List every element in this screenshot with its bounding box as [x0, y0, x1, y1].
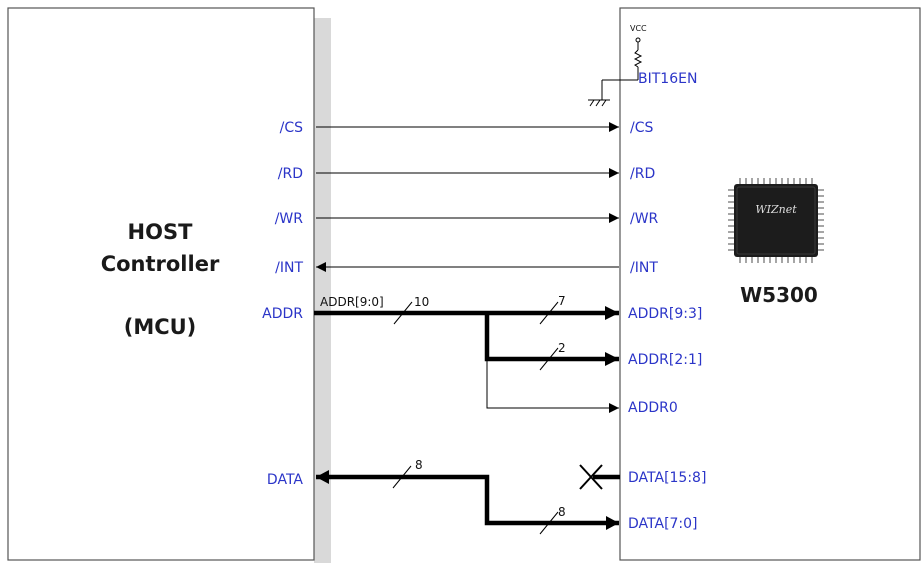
- data-bus-width: 8: [415, 458, 423, 472]
- chip-pin-wr: /WR: [630, 211, 659, 227]
- addr-bus-width: 10: [414, 295, 429, 309]
- data-lo-width: 8: [558, 505, 566, 519]
- host-title-line1: HOST: [128, 220, 194, 244]
- host-shadow: [314, 18, 331, 563]
- chip-pins-top: [739, 178, 813, 185]
- host-title-line3: (MCU): [124, 315, 197, 339]
- chip-pin-rd: /RD: [630, 166, 655, 182]
- host-pin-addr: ADDR: [262, 306, 303, 322]
- chip-pins-right: [817, 189, 824, 251]
- addr-bus-label: ADDR[9:0]: [320, 295, 384, 309]
- chip-pin-addr-2-1: ADDR[2:1]: [628, 352, 702, 368]
- chip-pins-bottom: [739, 256, 813, 263]
- data-bus: [316, 465, 620, 535]
- host-pin-rd: /RD: [278, 166, 303, 182]
- chip-body: [734, 184, 818, 257]
- ground-symbol: [588, 79, 620, 107]
- chip-pin-cs: /CS: [630, 120, 653, 136]
- host-controller-box: [7, 7, 315, 561]
- host-pin-data: DATA: [267, 472, 303, 488]
- chip-pin-bit16en: BIT16EN: [638, 71, 697, 87]
- host-pin-cs: /CS: [280, 120, 303, 136]
- vcc-label: VCC: [630, 24, 647, 33]
- chip-pin-addr0: ADDR0: [628, 400, 678, 416]
- chip-pin-int: /INT: [630, 260, 658, 276]
- chip-logo: WIZnet: [755, 203, 797, 216]
- w5300-chip-image: WIZnet: [728, 178, 824, 263]
- w5300-box: [619, 7, 921, 561]
- addr-mid-width: 2: [558, 341, 566, 355]
- chip-name: W5300: [740, 283, 818, 307]
- no-connect-mark: [579, 464, 603, 490]
- host-pin-wr: /WR: [275, 211, 304, 227]
- chip-pins-left: [728, 189, 735, 251]
- host-pin-int: /INT: [275, 260, 303, 276]
- chip-pin-addr-9-3: ADDR[9:3]: [628, 306, 702, 322]
- chip-pin-data-15-8: DATA[15:8]: [628, 470, 706, 486]
- address-bus: [314, 301, 619, 413]
- addr-hi-width: 7: [558, 294, 566, 308]
- vcc-pullup: VCC: [620, 24, 647, 81]
- chip-pin-data-7-0: DATA[7:0]: [628, 516, 698, 532]
- host-title-line2: Controller: [101, 252, 220, 276]
